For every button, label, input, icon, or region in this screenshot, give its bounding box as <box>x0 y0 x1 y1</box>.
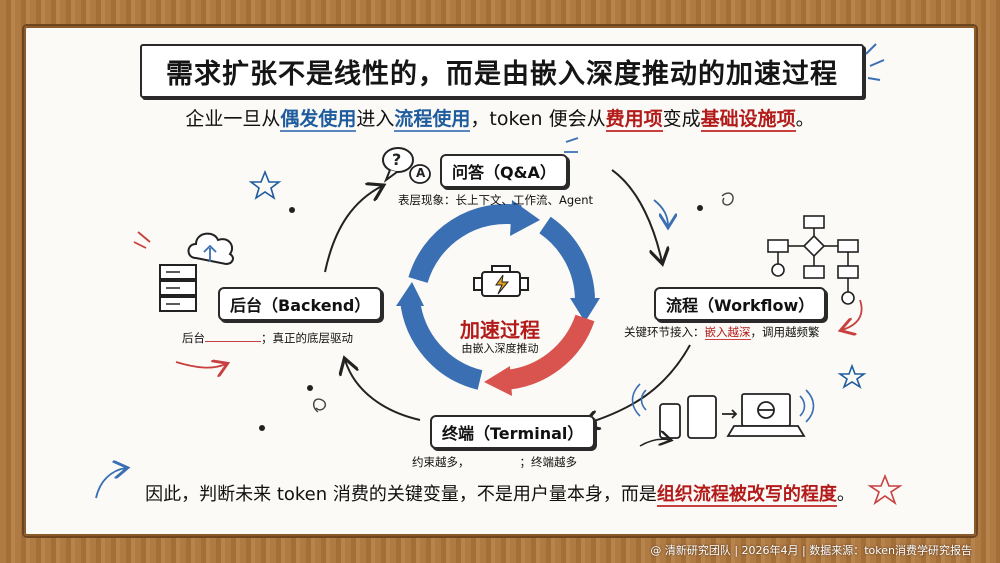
arrow-terminal-to-backend <box>345 360 421 421</box>
doodle-wifi <box>631 383 815 423</box>
node-backend: 后台（Backend） <box>218 287 383 321</box>
qa-bubble-question: ? <box>392 150 402 169</box>
title-box: 需求扩张不是线性的，而是由嵌入深度推动的加速过程 <box>140 44 864 98</box>
engine-icon <box>473 265 529 297</box>
node-workflow: 流程（Workflow） <box>654 287 827 321</box>
doodle-star-red <box>867 473 903 506</box>
doodle-dot-2 <box>697 205 703 211</box>
qa-bubble-answer: A <box>416 166 426 180</box>
doodle-star-right <box>837 363 867 389</box>
doodle-dashes-top <box>564 137 579 153</box>
page-title: 需求扩张不是线性的，而是由嵌入深度推动的加速过程 <box>166 58 838 90</box>
conclusion-text-2: 。 <box>836 484 855 505</box>
highlight-expense-item: 费用项 <box>605 108 663 132</box>
arrow-backend-to-qa <box>324 186 382 273</box>
node-qa: 问答（Q&A） <box>440 154 568 188</box>
subtitle-text-3: ，token 便会从 <box>470 108 606 130</box>
highlight-infrastructure-item: 基础设施项 <box>700 108 796 132</box>
note-backend-a: 后台 <box>182 331 205 345</box>
doodle-swirl-2 <box>721 192 734 206</box>
arrow-qa-to-workflow <box>611 169 662 262</box>
note-backend-b: ；真正的底层驱动 <box>261 331 353 345</box>
qa-bubble-icon <box>382 147 431 184</box>
doodle-swirl <box>312 398 326 413</box>
subtitle-text-4: 变成 <box>662 108 701 130</box>
cycle-arrowhead-left <box>396 282 424 306</box>
note-backend: 后台 ；真正的底层驱动 <box>182 330 353 346</box>
cycle-arrow-left <box>400 298 483 390</box>
note-workflow-a: 关键环节接入： <box>624 325 705 339</box>
cycle-arrowhead-right <box>570 298 600 322</box>
subtitle-text-1: 企业一旦从 <box>185 108 281 130</box>
conclusion-text-1: 因此，判断未来 token 消费的关键变量，不是用户量本身，而是 <box>145 484 657 505</box>
cloud-icon <box>187 232 234 266</box>
conclusion-highlight: 组织流程被改写的程度 <box>656 484 837 507</box>
doodle-dashes-red <box>133 231 151 249</box>
cycle-arrowhead-top <box>510 200 540 236</box>
doodle-star-left <box>248 169 282 200</box>
doodle-dot-3 <box>259 425 265 431</box>
note-terminal: 约束越多， ；终端越多 <box>412 454 577 470</box>
flowchart-icon <box>767 215 859 305</box>
note-workflow-c: ，调用越频繁 <box>750 325 820 339</box>
doodle-blue-curl <box>95 468 126 499</box>
cycle-arrow-right <box>539 216 595 301</box>
footer-source: @ 清新研究团队 | 2026年4月 | 数据来源：token消费学研究报告 <box>650 544 972 557</box>
highlight-process-use: 流程使用 <box>394 108 471 132</box>
doodle-dot-4 <box>307 385 313 391</box>
subtitle-text-2: 进入 <box>356 108 395 130</box>
server-icon <box>159 264 197 312</box>
doodle-blue-arrow <box>653 199 668 226</box>
conclusion: 因此，判断未来 token 消费的关键变量，不是用户量本身，而是组织流程被改写的… <box>0 480 1000 507</box>
devices-icon <box>659 393 806 439</box>
note-terminal-b: ；终端越多 <box>519 455 578 469</box>
doodle-red-arrow-right <box>842 299 863 330</box>
center-title: 加速过程 <box>460 318 540 342</box>
doodle-terminal-arrow <box>639 439 670 447</box>
cycle-arrow-top <box>408 203 522 284</box>
subtitle: 企业一旦从偶发使用进入流程使用，token 便会从费用项变成基础设施项。 <box>0 104 1000 132</box>
note-qa: 表层现象：长上下文、工作流、Agent <box>398 193 594 207</box>
note-workflow-highlight: 嵌入越深 <box>704 325 751 340</box>
subtitle-text-5: 。 <box>795 108 815 130</box>
cycle-arrowhead-bottom <box>484 366 512 396</box>
doodle-title-ticks <box>865 43 885 81</box>
cycle-arrow-bottom <box>503 314 595 390</box>
note-workflow: 关键环节接入：嵌入越深，调用越频繁 <box>624 324 820 340</box>
node-terminal: 终端（Terminal） <box>430 415 596 449</box>
doodle-dot-1 <box>289 207 295 213</box>
doodle-red-arrow-left <box>175 362 226 368</box>
arrow-workflow-to-terminal <box>585 344 691 424</box>
note-terminal-a: 约束越多， <box>412 455 470 469</box>
center-subtitle: 由嵌入深度推动 <box>461 342 539 355</box>
highlight-occasional-use: 偶发使用 <box>280 108 357 132</box>
